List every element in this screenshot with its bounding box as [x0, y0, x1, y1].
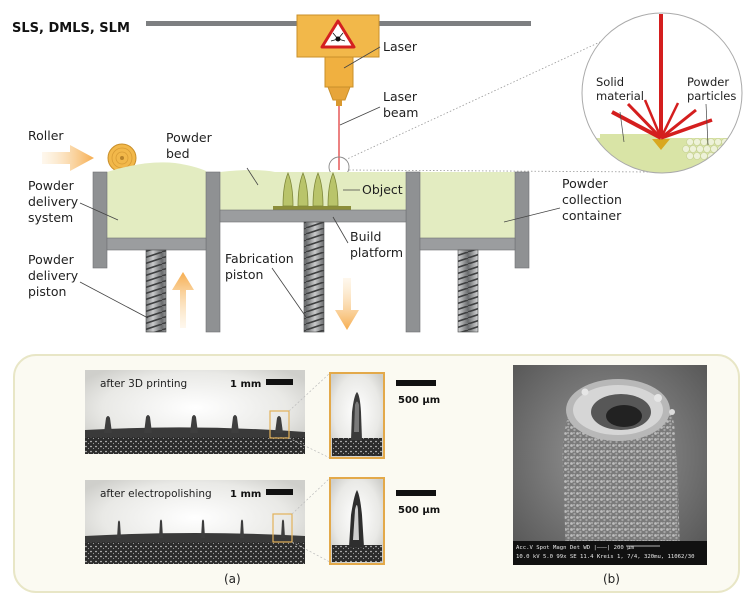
collection-powder	[420, 172, 515, 238]
label-build-platform-2: platform	[350, 245, 403, 260]
wall-right	[514, 171, 530, 269]
label-build-platform-1: Build	[350, 229, 381, 244]
label-laser: Laser	[383, 39, 418, 54]
zoom-polished	[329, 477, 385, 565]
roller-arrow-icon	[42, 145, 94, 171]
label-delivery-piston-3: piston	[28, 284, 66, 299]
printed-object	[273, 171, 351, 210]
sem-info-line-1: Acc.V Spot Magn Det WD |———| 200 µm	[516, 545, 635, 551]
magnified-view: Solid material Powder particles	[581, 12, 743, 174]
delivery-platform	[106, 237, 207, 251]
label-particles-1: Powder	[687, 75, 729, 89]
label-laser-beam-2: beam	[383, 105, 418, 120]
label-particles-2: particles	[687, 89, 736, 103]
sem-info-line-2: 10.0 kV 5.0 99x SE 11.4 Kreis 1, 7/4, 32…	[516, 554, 695, 560]
zoom-printed	[329, 372, 385, 459]
label-powder-bed-2: bed	[166, 146, 190, 161]
laser-head	[296, 14, 380, 106]
scale-mm-bottom: 1 mm	[230, 489, 261, 500]
scale-bar-um-top	[396, 380, 436, 386]
arrow-up-icon	[172, 272, 194, 328]
subfigure-a-label: (a)	[224, 572, 241, 586]
label-powder-bed-1: Powder	[166, 130, 213, 145]
scale-um-top: 500 µm	[398, 395, 440, 406]
label-delivery-piston-1: Powder	[28, 252, 75, 267]
caption-printed: after 3D printing	[100, 378, 187, 390]
label-solid-1: Solid	[596, 75, 624, 89]
label-delivery-piston-2: delivery	[28, 268, 79, 283]
label-delivery-system-2: delivery	[28, 194, 79, 209]
scale-bar-mm-bottom	[266, 489, 293, 495]
scale-um-bottom: 500 µm	[398, 505, 440, 516]
collection-piston-rod	[457, 249, 479, 333]
label-fab-piston-1: Fabrication	[225, 251, 294, 266]
diagram-title: SLS, DMLS, SLM	[12, 21, 130, 36]
scale-mm-top: 1 mm	[230, 379, 261, 390]
fabrication-piston-rod	[303, 221, 325, 333]
label-collection-2: collection	[562, 192, 622, 207]
sem-image	[513, 365, 707, 565]
delivery-piston-rod	[145, 249, 167, 333]
scale-bar-mm-top	[266, 379, 293, 385]
label-laser-beam-1: Laser	[383, 89, 418, 104]
caption-polished: after electropolishing	[100, 488, 212, 500]
scale-bar-um-bottom	[396, 490, 436, 496]
label-collection-3: container	[562, 208, 622, 223]
label-delivery-system-3: system	[28, 210, 73, 225]
delivery-powder	[107, 162, 206, 238]
arrow-down-icon	[335, 278, 359, 330]
label-delivery-system-1: Powder	[28, 178, 75, 193]
label-solid-2: material	[596, 89, 644, 103]
label-fab-piston-2: piston	[225, 267, 263, 282]
wall-mid-left	[205, 171, 221, 333]
label-object: Object	[362, 182, 403, 197]
build-platform	[219, 209, 407, 223]
label-collection-1: Powder	[562, 176, 609, 191]
wall-left	[92, 171, 108, 269]
label-roller: Roller	[28, 128, 64, 143]
laser-warning-icon	[320, 19, 356, 49]
wall-mid-right	[405, 171, 421, 333]
collection-platform	[419, 237, 516, 251]
subfigure-b-label: (b)	[603, 572, 620, 586]
